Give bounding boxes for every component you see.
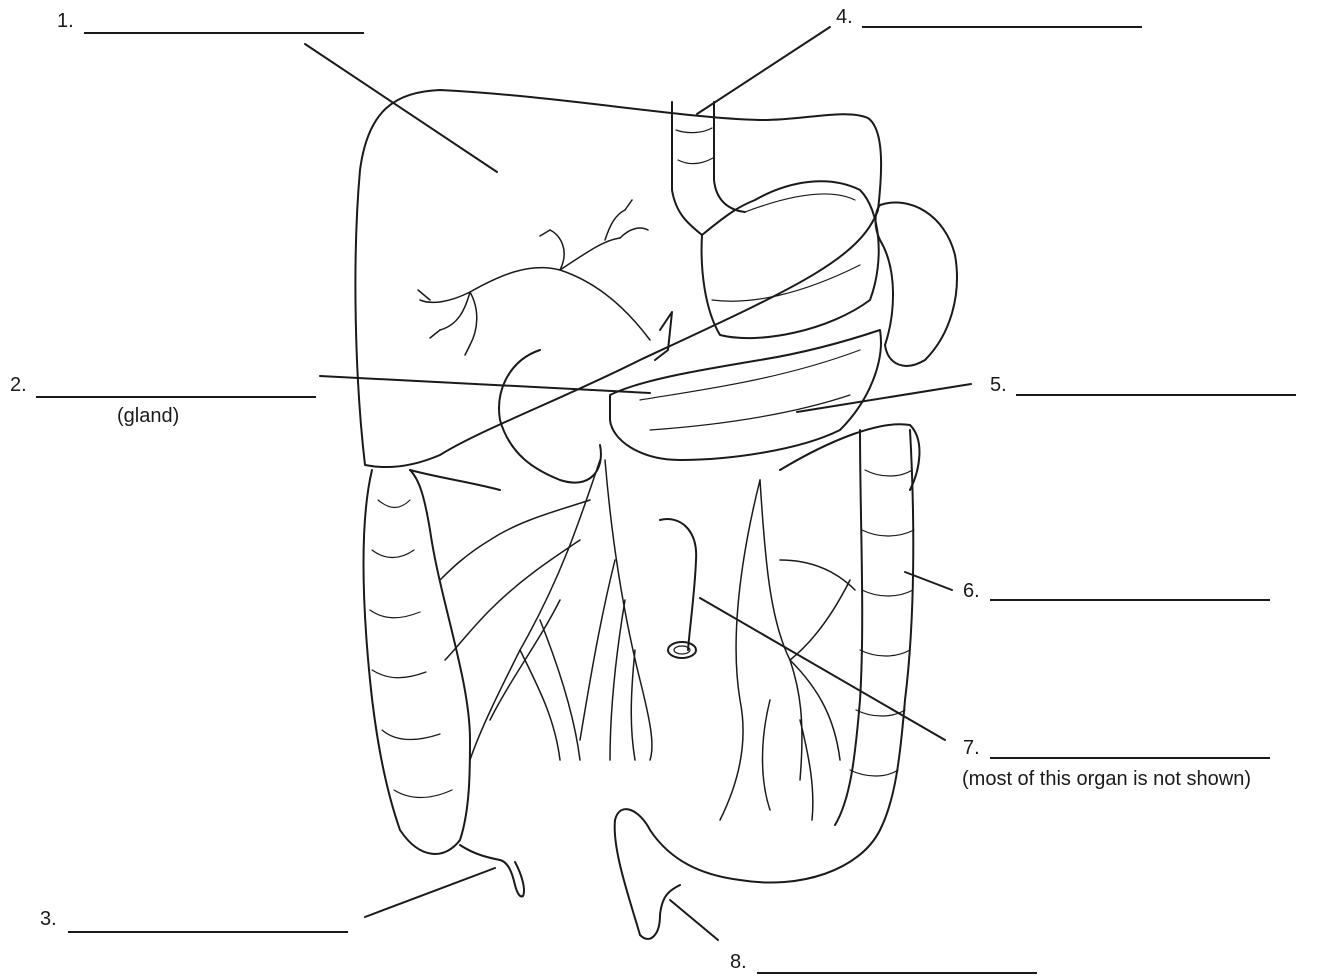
leader-line-4 (697, 27, 830, 114)
descending-colon-haustra (850, 470, 914, 776)
descending-colon (835, 430, 913, 830)
label-4-blank[interactable] (862, 26, 1142, 28)
ascending-colon-haustra (370, 500, 452, 798)
label-2-blank[interactable] (36, 396, 316, 398)
label-8-blank[interactable] (757, 972, 1037, 974)
label-5-blank[interactable] (1016, 394, 1296, 396)
leader-line-5 (797, 384, 971, 412)
label-6-blank[interactable] (990, 599, 1270, 601)
leader-lines (305, 27, 971, 940)
stomach-outline (702, 181, 879, 338)
label-1-number: 1. (57, 10, 74, 32)
appendix (460, 845, 524, 896)
liver-vessels (418, 200, 650, 355)
leader-line-1 (305, 44, 497, 172)
superior-mesenteric-vessels (440, 460, 652, 760)
small-intestine-stub (660, 519, 696, 658)
label-3-number: 3. (40, 908, 57, 930)
duodenum-outline (499, 350, 601, 483)
spleen-outline (876, 202, 957, 365)
label-1-blank[interactable] (84, 32, 364, 34)
sigmoid-colon (615, 809, 880, 939)
ascending-colon (364, 470, 471, 854)
inferior-mesenteric-vessels (720, 480, 855, 820)
label-2-note: (gland) (117, 405, 179, 427)
leader-line-3 (365, 868, 495, 917)
label-6-number: 6. (963, 580, 980, 602)
label-7-blank[interactable] (990, 757, 1270, 759)
leader-line-8 (670, 900, 718, 940)
label-4-number: 4. (836, 6, 853, 28)
label-3-blank[interactable] (68, 931, 348, 933)
esophagus-outline (672, 102, 745, 235)
transverse-colon (410, 424, 919, 490)
label-7-note: (most of this organ is not shown) (962, 768, 1251, 790)
label-5-number: 5. (990, 374, 1007, 396)
label-7-number: 7. (963, 737, 980, 759)
pancreas-outline (610, 330, 881, 460)
esophagus-rings (676, 128, 713, 164)
label-8-number: 8. (730, 951, 747, 973)
label-2-number: 2. (10, 374, 27, 396)
